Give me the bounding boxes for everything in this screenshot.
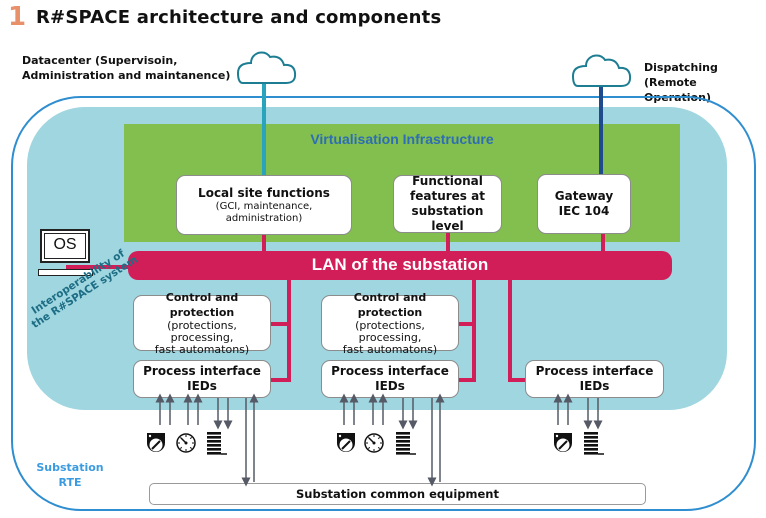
page-title: R#SPACE architecture and components bbox=[36, 7, 442, 28]
gateway-iec104-box[interactable]: Gateway IEC 104 bbox=[537, 174, 631, 234]
breaker-icon bbox=[337, 433, 355, 452]
box-subtitle: processing, bbox=[358, 331, 422, 344]
datacenter-label: Datacenter (Supervisoin, Administration … bbox=[22, 53, 230, 83]
box-subtitle: processing, bbox=[170, 331, 234, 344]
dispatching-label-line1: Dispatching bbox=[644, 61, 718, 74]
box-subtitle: (protections, bbox=[167, 319, 237, 332]
box-subtitle: fast automatons) bbox=[154, 343, 250, 356]
common-equipment-box[interactable]: Substation common equipment bbox=[149, 483, 646, 505]
transformer-coil-icon bbox=[207, 432, 227, 455]
bay1-control-protection-box[interactable]: Control and protection (protections, pro… bbox=[133, 291, 271, 356]
computer-icon[interactable] bbox=[40, 229, 90, 263]
bay2-bus bbox=[472, 279, 476, 382]
box-subtitle: (GCI, maintenance, bbox=[215, 200, 313, 212]
box-subtitle: fast automatons) bbox=[342, 343, 438, 356]
box-title: Process interface bbox=[331, 364, 449, 378]
gauge-icon bbox=[364, 433, 384, 453]
functional-features-box[interactable]: Functional features at substation level bbox=[393, 174, 502, 233]
box-title: Process interface bbox=[143, 364, 261, 378]
lan-label: LAN of the substation bbox=[311, 255, 489, 274]
local-site-functions-box[interactable]: Local site functions (GCI, maintenance, … bbox=[176, 175, 352, 235]
box-subtitle: administration) bbox=[225, 212, 303, 224]
common-equipment-label: Substation common equipment bbox=[296, 487, 499, 501]
bay2-control-protection-box[interactable]: Control and protection (protections, pro… bbox=[321, 291, 459, 356]
box-title: Gateway bbox=[554, 189, 614, 203]
section-number: 1 bbox=[8, 2, 27, 32]
bay3-ied-link bbox=[508, 378, 528, 382]
lan-connector bbox=[446, 232, 450, 252]
box-subtitle: (protections, bbox=[355, 319, 425, 332]
os-label: OS bbox=[53, 236, 77, 253]
bay1-bus bbox=[287, 279, 291, 382]
box-title: substation level bbox=[411, 204, 484, 233]
lan-connector bbox=[262, 234, 266, 252]
box-title: features at bbox=[410, 189, 485, 203]
substation-rte-label: Substation RTE bbox=[30, 460, 110, 490]
bay3-bus bbox=[508, 279, 512, 382]
box-title: Process interface bbox=[535, 364, 654, 378]
lan-bar[interactable] bbox=[128, 251, 672, 280]
breaker-icon bbox=[147, 433, 165, 452]
bay2-process-ieds-box[interactable]: Process interface IEDs bbox=[321, 360, 459, 398]
dispatching-link bbox=[599, 85, 603, 175]
dispatching-cloud-icon bbox=[571, 54, 632, 87]
box-title: IEDs bbox=[187, 379, 217, 393]
keyboard-icon bbox=[38, 269, 93, 276]
datacenter-link bbox=[262, 84, 266, 176]
box-title: IEDs bbox=[579, 379, 610, 393]
transformer-coil-icon bbox=[584, 432, 604, 455]
bay1-control-link bbox=[271, 322, 289, 326]
bay2-control-link bbox=[458, 322, 474, 326]
box-title: Control and protection bbox=[353, 291, 427, 319]
datacenter-cloud-icon bbox=[236, 51, 297, 84]
substation-line2: RTE bbox=[58, 476, 82, 489]
lan-connector bbox=[601, 232, 605, 252]
bay1-process-ieds-box[interactable]: Process interface IEDs bbox=[133, 360, 271, 398]
box-title: Local site functions bbox=[198, 185, 330, 200]
gauge-icon bbox=[176, 433, 196, 453]
virtualisation-label: Virtualisation Infrastructure bbox=[310, 131, 494, 147]
datacenter-label-line2: Administration and maintanence) bbox=[22, 69, 231, 82]
bay3-process-ieds-box[interactable]: Process interface IEDs bbox=[525, 360, 664, 398]
substation-boundary bbox=[11, 96, 756, 511]
datacenter-label-line1: Datacenter (Supervisoin, bbox=[22, 54, 178, 67]
bay1-ied-link bbox=[271, 378, 289, 382]
box-title: IEDs bbox=[375, 379, 405, 393]
box-title: Functional bbox=[412, 174, 483, 188]
bay2-ied-link bbox=[458, 378, 474, 382]
box-title: IEC 104 bbox=[558, 204, 610, 218]
substation-line1: Substation bbox=[36, 461, 104, 474]
os-lan-link bbox=[66, 265, 132, 269]
breaker-icon bbox=[554, 433, 572, 452]
transformer-coil-icon bbox=[396, 432, 416, 455]
box-title: Control and protection bbox=[165, 291, 239, 319]
